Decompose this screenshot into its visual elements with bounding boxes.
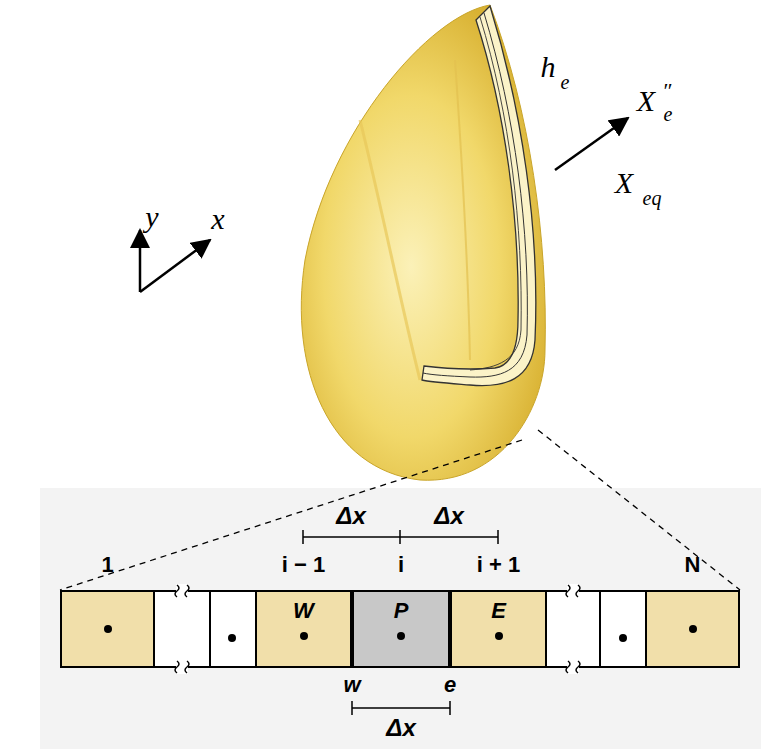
grid-cell: i − 1W: [255, 590, 352, 668]
x-axis: [140, 240, 210, 292]
zoom-line: [538, 430, 740, 590]
corn-kernel: [301, 5, 545, 480]
detail-panel: [40, 488, 761, 749]
grid-cell: iP: [352, 590, 450, 668]
thickness-label: h: [541, 52, 556, 82]
equilibrium-label: X: [615, 168, 633, 198]
grid-cell: 1: [60, 590, 155, 668]
subscript: e: [664, 104, 673, 124]
cell-index: N: [685, 554, 701, 576]
superscript: ″: [663, 80, 672, 102]
subscript: eq: [643, 188, 662, 208]
node-name: W: [293, 600, 314, 622]
pericarp-layers: [422, 6, 536, 386]
node-dot: [495, 632, 503, 640]
cell-index: 1: [101, 554, 113, 576]
node-name: P: [394, 600, 409, 622]
face-label: w: [343, 674, 360, 696]
flux-arrow: [555, 118, 628, 170]
node-dot: [689, 625, 697, 633]
grid-cell: [547, 590, 645, 668]
zoom-line: [60, 440, 522, 590]
flux-label: X: [637, 86, 655, 116]
y-axis: [139, 230, 142, 292]
dimension-label: Δx: [386, 716, 415, 740]
grid-cell: i + 1E: [450, 590, 547, 668]
dimension-label: Δx: [336, 504, 365, 528]
face-label: e: [444, 674, 456, 696]
subscript: e: [561, 72, 570, 92]
axis-label: y: [145, 202, 158, 232]
dimension-label: Δx: [434, 504, 463, 528]
node-dot: [300, 632, 308, 640]
axis-label: x: [211, 204, 224, 234]
cell-index: i + 1: [477, 554, 520, 576]
cell-index: i: [398, 554, 404, 576]
break-symbol: [175, 584, 580, 674]
grid-cell: N: [645, 590, 740, 668]
cell-index: i − 1: [282, 554, 325, 576]
grid-cell: [155, 590, 255, 668]
node-dot: [104, 625, 112, 633]
node-dot: [397, 632, 405, 640]
node-name: E: [491, 600, 506, 622]
